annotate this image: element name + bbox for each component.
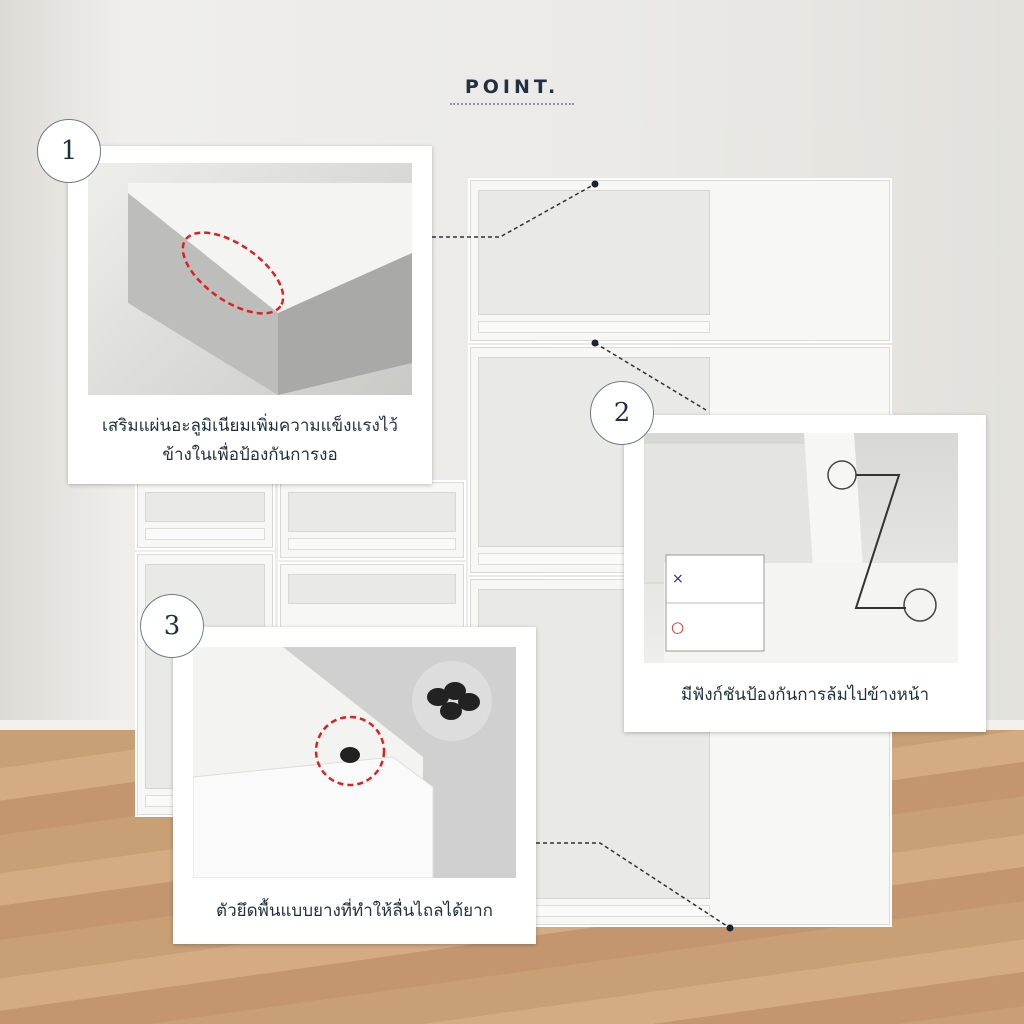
point-card-2: × ○ มีฟังก์ชันป้องกันการล้มไปข้างหน้า — [624, 415, 986, 732]
anchor-dot-3 — [726, 924, 734, 932]
rubber-stopper-photo — [193, 647, 516, 878]
point-card-1: เสริมแผ่นอะลูมิเนียมเพิ่มความแข็งแรงไว้ … — [68, 146, 432, 484]
caption-line: เสริมแผ่นอะลูมิเนียมเพิ่มความแข็งแรงไว้ — [102, 416, 398, 436]
anti-tip-photo: × ○ — [644, 433, 958, 663]
point-number-1: 1 — [37, 119, 101, 183]
point-2-caption: มีฟังก์ชันป้องกันการล้มไปข้างหน้า — [681, 685, 929, 705]
aluminum-reinforcement-photo — [88, 163, 412, 395]
wrong-mark: × — [672, 571, 684, 587]
point-card-3: ตัวยึดพื้นแบบยางที่ทำให้ลื่นไถลได้ยาก — [173, 627, 536, 944]
drawer-unit — [468, 178, 892, 343]
connector-1 — [432, 183, 596, 238]
anchor-dot-2 — [591, 339, 599, 347]
point-number-3: 3 — [140, 594, 204, 658]
drawer-unit — [278, 562, 466, 632]
point-number-2: 2 — [590, 381, 654, 445]
title-underline — [450, 103, 574, 105]
connector-3 — [536, 842, 731, 929]
drawer-unit — [278, 480, 466, 560]
anchor-dot-1 — [591, 180, 599, 188]
point-1-caption: เสริมแผ่นอะลูมิเนียมเพิ่มความแข็งแรงไว้ … — [68, 412, 432, 470]
point-3-caption: ตัวยึดพื้นแบบยางที่ทำให้ลื่นไถลได้ยาก — [216, 901, 493, 921]
connector-2 — [594, 342, 707, 411]
page-title: POINT. — [464, 76, 560, 98]
correct-mark: ○ — [671, 618, 685, 636]
drawer-unit — [135, 480, 275, 550]
caption-line: ข้างในเพื่อป้องกันการงอ — [162, 445, 338, 465]
